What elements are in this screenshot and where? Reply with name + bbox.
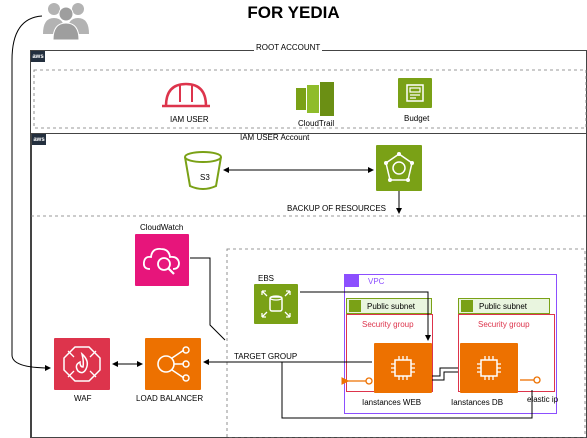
root-services-zone xyxy=(33,69,587,129)
public-subnet-1-header: Public subnet xyxy=(346,298,432,314)
waf-icon xyxy=(54,338,110,390)
elastic-ip-icon xyxy=(533,376,541,384)
load-balancer-icon xyxy=(145,338,201,390)
cloudtrail-icon xyxy=(296,82,336,116)
iam-user-label: IAM USER xyxy=(170,115,209,124)
cloudtrail-label: CloudTrail xyxy=(298,119,335,128)
budget-label: Budget xyxy=(404,114,430,123)
cloudwatch-label: CloudWatch xyxy=(140,223,184,232)
s3-label: S3 xyxy=(200,173,210,182)
lock-icon xyxy=(461,300,473,312)
workload-zone xyxy=(226,248,586,438)
load-balancer-label: LOAD BALANCER xyxy=(136,394,204,403)
vpc-icon xyxy=(345,275,359,287)
budget-icon xyxy=(398,78,432,108)
instances-db-label: Ianstances DB xyxy=(451,398,504,407)
backup-service-icon xyxy=(376,145,422,191)
elastic-ip-label: elastic ip xyxy=(527,395,559,404)
target-group-loop xyxy=(281,362,533,419)
vpc-frame xyxy=(344,274,557,414)
aws-logo-iam-account: aws xyxy=(32,134,46,145)
cloudwatch-link xyxy=(190,257,226,341)
instances-web-label: Ianstances WEB xyxy=(362,398,422,407)
public-subnet-2-label: Public subnet xyxy=(479,301,528,311)
web-db-link-2 xyxy=(432,371,458,381)
diagram-title: FOR YEDIA xyxy=(247,3,340,22)
iam-user-account-label: IAM USER Account xyxy=(240,133,310,142)
security-group-2-label: Security group xyxy=(478,320,530,329)
users-group-icon xyxy=(40,0,92,41)
public-subnet-1-label: Public subnet xyxy=(367,301,416,311)
security-group-1-label: Security group xyxy=(362,320,414,329)
cloudwatch-icon xyxy=(135,234,189,286)
web-db-link xyxy=(432,367,458,377)
s3-bucket-icon xyxy=(180,150,226,192)
waf-label: WAF xyxy=(74,394,92,403)
iam-user-helmet-icon xyxy=(160,78,212,112)
ebs-label: EBS xyxy=(258,274,275,283)
aws-logo-root: aws xyxy=(31,51,45,62)
vpc-label: VPC xyxy=(368,277,385,286)
public-subnet-2-header: Public subnet xyxy=(458,298,550,314)
root-account-label: ROOT ACCOUNT xyxy=(254,43,323,52)
target-group-label: TARGET GROUP xyxy=(234,352,298,361)
users-to-waf-line xyxy=(11,15,51,371)
instance-web-icon xyxy=(374,343,432,393)
instance-db-icon xyxy=(460,343,518,393)
backup-label: BACKUP OF RESOURCES xyxy=(287,204,386,213)
ebs-icon xyxy=(254,284,298,324)
lock-icon xyxy=(349,300,361,312)
ebs-to-web-arrow xyxy=(300,291,431,341)
